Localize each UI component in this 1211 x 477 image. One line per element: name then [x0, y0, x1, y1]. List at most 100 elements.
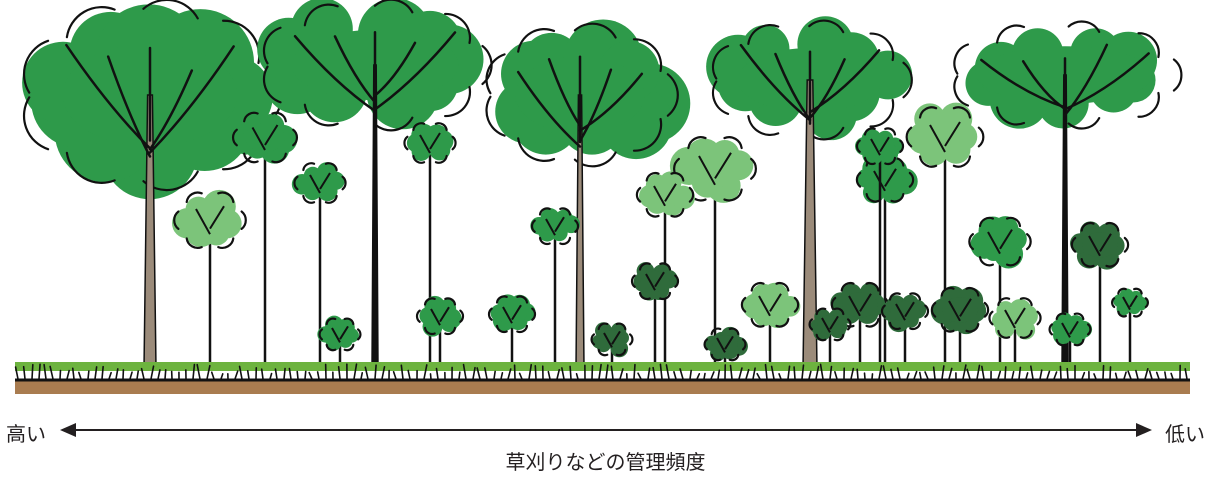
grass-blade: [673, 370, 677, 380]
grass-blade: [778, 373, 782, 380]
canopy-outline: [869, 32, 895, 62]
sapling-twigs: [929, 121, 961, 153]
grass-blade: [962, 364, 967, 380]
canopy-outline: [909, 321, 922, 331]
canopy-outline: [538, 207, 551, 216]
canopy-outline: [1055, 338, 1067, 347]
grass-blade: [665, 364, 670, 380]
tree-branch: [148, 69, 194, 151]
canopy-outline: [22, 96, 50, 151]
forest-illustration: [14, 0, 1190, 394]
canopy-outline: [635, 186, 642, 203]
mid-tree-10: [1070, 221, 1130, 368]
grass-blade: [66, 369, 70, 380]
canopy-outline: [325, 317, 337, 326]
canopy-outline: [865, 318, 880, 328]
canopy-outline: [670, 208, 685, 218]
canopy-outline: [597, 348, 609, 357]
grass-blade: [679, 368, 684, 380]
canopy-outline: [741, 338, 747, 351]
sapling-twigs: [653, 183, 677, 207]
canopy-outline: [750, 282, 765, 292]
sapling-canopy: [1111, 287, 1149, 318]
canopy-outline: [930, 301, 937, 318]
grass-blade: [882, 365, 887, 380]
canopy-outline: [940, 323, 955, 333]
grass-blade: [392, 370, 397, 380]
canopy-outline: [940, 287, 955, 297]
grass-blade: [129, 371, 133, 380]
grass-blade: [652, 366, 656, 380]
canopy-outline: [965, 287, 980, 297]
canopy-outline: [1117, 287, 1127, 295]
canopy-outline: [953, 43, 970, 75]
canopy-outline: [415, 309, 421, 323]
tree-branch: [148, 45, 235, 154]
sapling-canopy: [590, 322, 634, 358]
canopy-outline: [1036, 310, 1042, 326]
sapling-canopy: [530, 207, 581, 246]
grass-blade: [246, 370, 250, 380]
grass-blade: [1025, 372, 1029, 380]
sapling-canopy: [703, 326, 748, 362]
canopy-outline: [1019, 329, 1033, 339]
sapling-twigs: [1061, 320, 1079, 338]
grass-blade: [458, 371, 461, 380]
grass-blade: [1046, 370, 1051, 380]
canopy-outline: [538, 236, 551, 246]
canopy-outline: [240, 210, 247, 230]
mid-tree-9: [968, 216, 1032, 368]
canopy-outline: [632, 38, 663, 73]
grass-blade: [710, 371, 715, 380]
canopy-outline: [142, 0, 199, 20]
canopy-outline: [1105, 258, 1120, 268]
tall-tree-2: [257, 0, 493, 369]
grass-blade: [435, 367, 439, 380]
grass-blade: [274, 368, 278, 380]
sapling-canopy: [415, 295, 465, 337]
canopy-outline: [232, 128, 238, 147]
canopy-outline: [723, 188, 743, 202]
canopy-core: [942, 297, 978, 323]
canopy-outline: [869, 98, 895, 128]
shrub-11: [988, 297, 1042, 368]
canopy-outline: [815, 307, 827, 316]
grass-blade: [260, 368, 264, 380]
grass-blade: [87, 370, 90, 380]
grass-blade: [1039, 369, 1043, 380]
canopy-outline: [516, 324, 529, 334]
grass-blade: [1004, 366, 1007, 380]
canopy-outline: [356, 328, 362, 341]
sapling-canopy: [232, 111, 298, 164]
grass-blade: [206, 364, 211, 380]
shrub-5: [630, 262, 680, 368]
canopy-outline: [1073, 338, 1085, 347]
grass-blade: [14, 366, 19, 380]
canopy-outline: [1005, 216, 1022, 228]
grass-blade: [493, 370, 496, 380]
grass-blade: [696, 372, 701, 380]
grass-blade: [220, 373, 224, 380]
canopy-outline: [1133, 310, 1143, 318]
tree-branch: [333, 35, 377, 104]
canopy-outline: [687, 136, 707, 150]
canopy-outline: [888, 292, 901, 301]
mid-tree-2: [171, 189, 247, 368]
canopy-outline: [840, 282, 855, 292]
grass-blade: [1059, 365, 1062, 380]
canopy-outline: [444, 85, 472, 118]
canopy-outline: [530, 219, 536, 233]
sapling-twigs: [870, 136, 890, 156]
canopy-outline: [833, 333, 845, 342]
sapling-canopy: [171, 189, 247, 249]
grass-blade: [1066, 367, 1069, 380]
canopy-outline: [423, 326, 436, 336]
canopy-outline: [645, 208, 660, 218]
shrub-9: [880, 292, 930, 368]
canopy-outline: [271, 111, 287, 123]
canopy-outline: [978, 216, 995, 228]
grass-blade: [793, 366, 796, 380]
canopy-outline: [217, 237, 235, 249]
canopy-outline: [659, 262, 672, 271]
management-frequency-arrow: [60, 423, 1152, 437]
